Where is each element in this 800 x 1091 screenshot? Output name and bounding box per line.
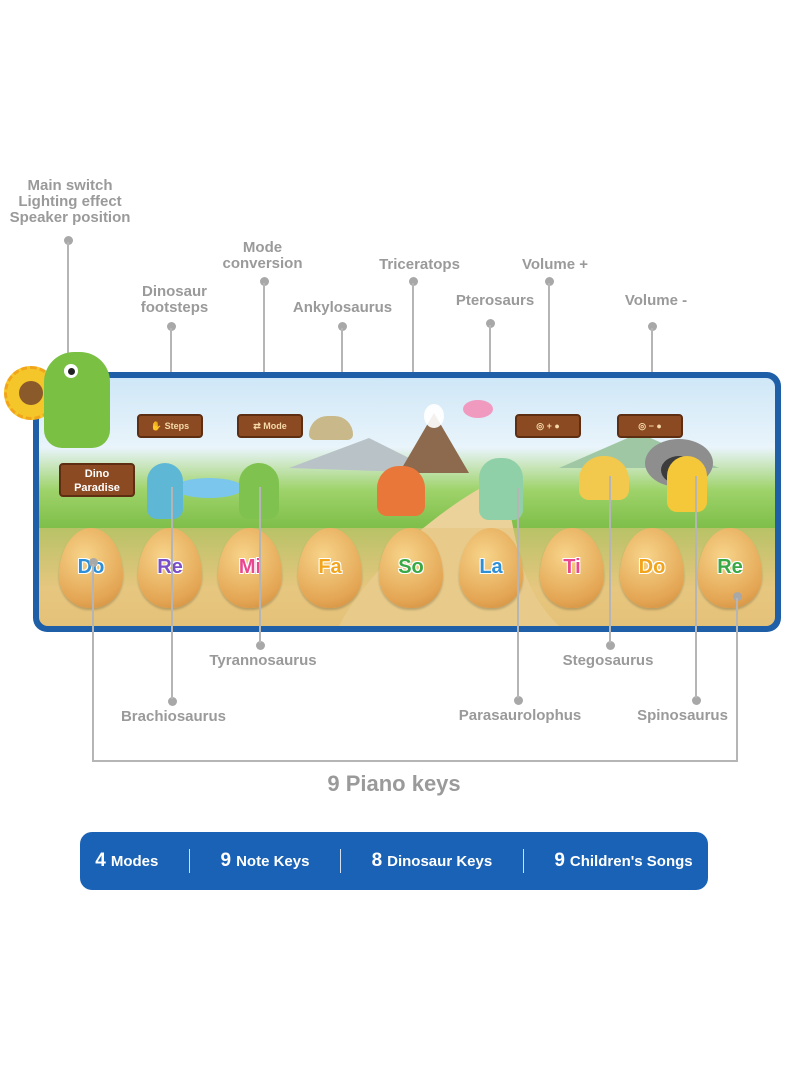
piano-right-dot [733, 592, 742, 601]
spinosaurus-dot [692, 696, 701, 705]
dinosaur-footsteps-dot [167, 322, 176, 331]
dinosaur-footsteps-label: Dinosaur footsteps [140, 283, 209, 316]
volume-plus-label: Volume + [522, 256, 588, 273]
note-key-so[interactable]: So [379, 528, 443, 608]
divider [188, 849, 190, 873]
tyrannosaurus-line [259, 487, 261, 643]
note-key-fa[interactable]: Fa [298, 528, 362, 608]
note-label: Re [717, 556, 743, 578]
note-label: La [479, 556, 503, 578]
brachiosaurus-figure[interactable] [147, 463, 183, 519]
brachiosaurus-label: Brachiosaurus [120, 708, 227, 725]
tyrannosaurus-label: Tyrannosaurus [209, 652, 317, 669]
note-label: So [398, 556, 424, 578]
stegosaurus-dot [606, 641, 615, 650]
volume-plus-line [548, 283, 550, 421]
mode-conversion-dot [260, 277, 269, 286]
triceratops-figure[interactable] [377, 466, 425, 516]
note-label: Do [638, 556, 666, 578]
ankylosaurus-label: Ankylosaurus [292, 299, 393, 316]
stegosaurus-figure[interactable] [579, 456, 629, 500]
ankylosaurus-dot [338, 322, 347, 331]
spinosaurus-label: Spinosaurus [637, 707, 728, 724]
pterosaurs-dot [486, 319, 495, 328]
parasaurolophus-line [517, 488, 519, 698]
brachiosaurus-dot [168, 697, 177, 706]
dino-mascot [44, 352, 110, 448]
main-switch-dinosaur[interactable] [4, 352, 114, 452]
note-label: Fa [318, 556, 342, 578]
volume-minus-label: Volume - [624, 292, 688, 309]
piano-bracket-line [92, 760, 738, 762]
parasaurolophus-label: Parasaurolophus [458, 707, 582, 724]
volume-plus-board[interactable]: ◎ + ● [515, 414, 581, 438]
note-key-do[interactable]: Do [59, 528, 123, 608]
note-key-mi[interactable]: Mi [218, 528, 282, 608]
ankylosaurus-figure[interactable] [309, 416, 353, 440]
mat-scene: ✋ Steps ⇄ Mode ◎ + ● ◎ − ● Dino Paradise… [39, 378, 775, 626]
stegosaurus-line [609, 476, 611, 643]
spinosaurus-figure[interactable] [667, 456, 707, 512]
piano-right-line [736, 598, 738, 762]
footsteps-board[interactable]: ✋ Steps [137, 414, 203, 438]
tyrannosaurus-dot [256, 641, 265, 650]
main-switch-label: Main switch Lighting effect Speaker posi… [9, 177, 131, 226]
volume-minus-board[interactable]: ◎ − ● [617, 414, 683, 438]
main-switch-line [67, 242, 69, 417]
mode-conversion-line [263, 283, 265, 421]
piano-keys-title: 9 Piano keys [327, 771, 461, 796]
dino-paradise-sign: Dino Paradise [59, 463, 135, 497]
note-key-ti[interactable]: Ti [540, 528, 604, 608]
spinosaurus-line [695, 476, 697, 698]
piano-left-dot [89, 558, 98, 567]
main-switch-dot [64, 236, 73, 245]
pterosaurs-line [489, 325, 491, 403]
note-label: Ti [563, 556, 581, 578]
brachiosaurus-line [171, 487, 173, 699]
divider [522, 849, 524, 873]
stegosaurus-label: Stegosaurus [562, 652, 654, 669]
note-label: Re [157, 556, 183, 578]
pterosaurs-label: Pterosaurs [455, 292, 535, 309]
mode-board[interactable]: ⇄ Mode [237, 414, 303, 438]
parasaurolophus-figure[interactable] [479, 458, 523, 520]
volume-minus-dot [648, 322, 657, 331]
divider [340, 849, 341, 873]
triceratops-dot [409, 277, 418, 286]
note-key-re[interactable]: Re [138, 528, 202, 608]
play-mat: ✋ Steps ⇄ Mode ◎ + ● ◎ − ● Dino Paradise… [33, 372, 781, 632]
pterosaur-figure[interactable] [463, 400, 493, 418]
note-key-re-high[interactable]: Re [698, 528, 762, 608]
note-key-la[interactable]: La [459, 528, 523, 608]
mode-conversion-label: Mode conversion [222, 239, 303, 272]
parasaurolophus-dot [514, 696, 523, 705]
volume-plus-dot [545, 277, 554, 286]
triceratops-label: Triceratops [379, 256, 460, 273]
note-key-do-high[interactable]: Do [620, 528, 684, 608]
note-label: Mi [238, 556, 262, 578]
piano-left-line [92, 564, 94, 762]
